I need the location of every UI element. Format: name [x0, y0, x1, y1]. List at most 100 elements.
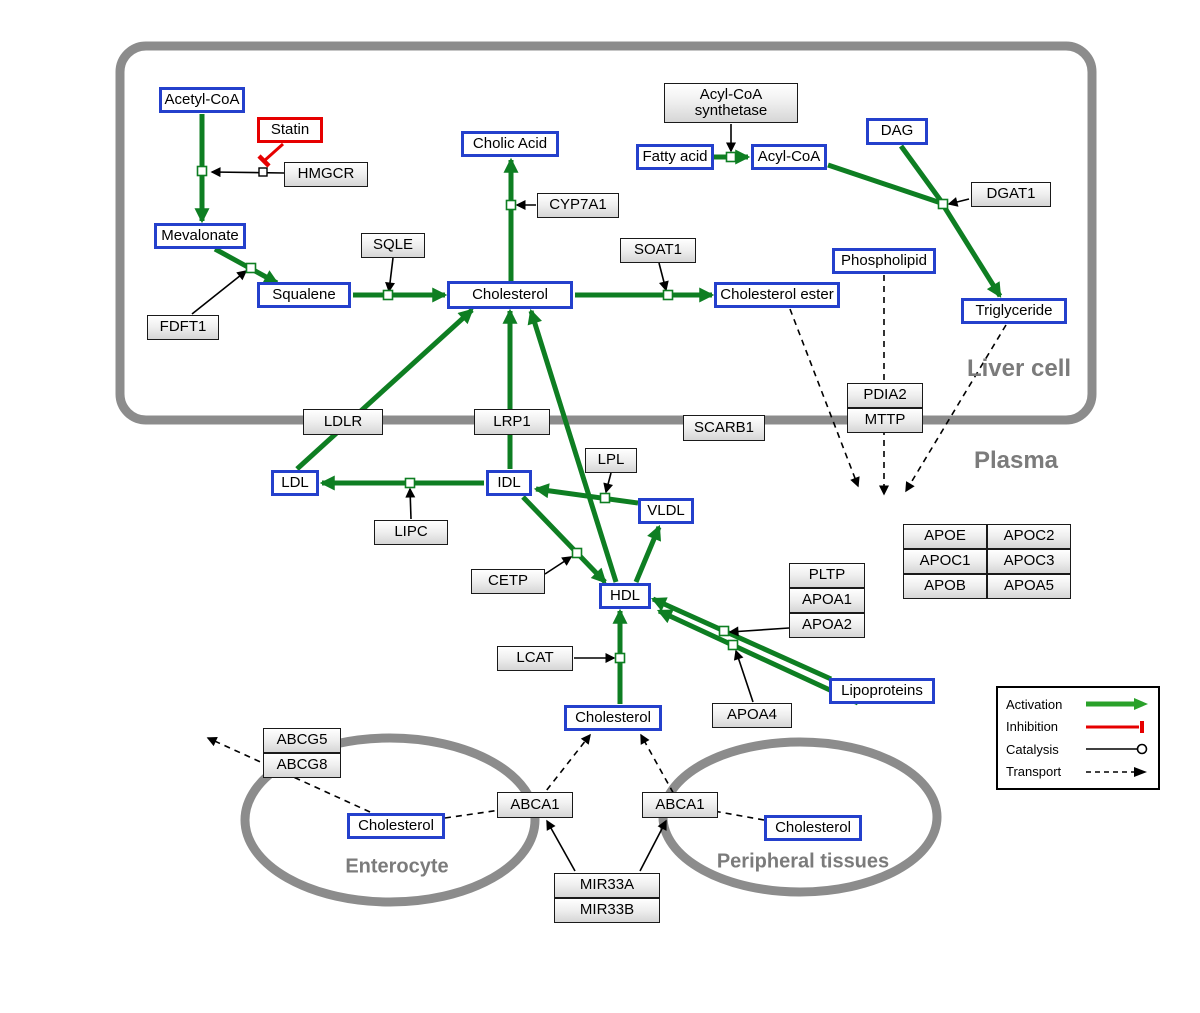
legend-item-activation: Activation	[1006, 696, 1150, 712]
legend-item-inhibition: Inhibition	[1006, 719, 1150, 735]
node-apoa1[interactable]: APOA1	[789, 587, 865, 613]
edge-soat1-catalysis	[658, 262, 669, 292]
node-squalene[interactable]: Squalene	[257, 282, 351, 308]
node-lipoproteins[interactable]: Lipoproteins	[829, 678, 935, 704]
node-cholesterol-plasma[interactable]: Cholesterol	[564, 705, 662, 731]
node-label-mttp: MTTP	[864, 410, 906, 428]
node-lipc[interactable]: LIPC	[374, 519, 448, 545]
region-label-enterocyte: Enterocyte	[345, 855, 449, 878]
edge-apo-stack-catalysis	[728, 626, 790, 637]
node-sqle[interactable]: SQLE	[361, 232, 425, 258]
edge-lipc-catalysis	[405, 487, 416, 520]
node-label-hdl: HDL	[609, 586, 640, 604]
node-ldlr[interactable]: LDLR	[303, 409, 383, 435]
node-abca1-enterocyte[interactable]: ABCA1	[497, 792, 573, 818]
node-hmgcr[interactable]: HMGCR	[284, 161, 368, 187]
node-mir33a[interactable]: MIR33A	[554, 872, 660, 898]
node-label-abcg8: ABCG8	[276, 755, 328, 773]
node-label-apoa4: APOA4	[726, 705, 778, 723]
reaction-node	[937, 198, 949, 210]
edge-fdft1-catalysis	[191, 270, 248, 315]
node-apoc1[interactable]: APOC1	[903, 548, 987, 574]
node-apob[interactable]: APOB	[903, 573, 987, 599]
legend-item-transport: Transport	[1006, 764, 1150, 780]
node-hdl[interactable]: HDL	[599, 583, 651, 609]
node-fdft1[interactable]: FDFT1	[147, 314, 219, 340]
node-scarb1[interactable]: SCARB1	[683, 415, 765, 441]
node-apoa4[interactable]: APOA4	[712, 702, 792, 728]
edge-idl-to-hdl	[521, 495, 607, 584]
node-label-apob: APOB	[924, 576, 966, 594]
edge-dgat-node-to-triglyceride	[942, 206, 1003, 298]
node-mir33b[interactable]: MIR33B	[554, 897, 660, 923]
node-label-acyl-coa: Acyl-CoA	[757, 147, 821, 165]
node-cholesterol-peripheral[interactable]: Cholesterol	[764, 815, 862, 841]
node-mevalonate[interactable]: Mevalonate	[154, 223, 246, 249]
node-dag[interactable]: DAG	[866, 117, 928, 145]
node-label-abca1-enterocyte: ABCA1	[510, 795, 560, 813]
node-label-cholesterol-ester: Cholesterol ester	[720, 285, 834, 303]
node-pltp[interactable]: PLTP	[789, 562, 865, 588]
node-apoc2[interactable]: APOC2	[987, 523, 1071, 549]
node-label-acetyl-coa: Acetyl-CoA	[164, 90, 240, 108]
node-cetp[interactable]: CETP	[471, 568, 545, 594]
reaction-node	[599, 492, 611, 504]
node-cholesterol-enterocyte[interactable]: Cholesterol	[347, 813, 445, 839]
node-label-apoa5: APOA5	[1003, 576, 1055, 594]
node-label-cetp: CETP	[487, 571, 528, 589]
node-acetyl-coa[interactable]: Acetyl-CoA	[159, 87, 245, 113]
node-abcg5[interactable]: ABCG5	[263, 727, 341, 753]
edge-cholesterolester-secretion	[789, 308, 860, 488]
node-label-mir33b: MIR33B	[579, 900, 635, 918]
node-label-lipoproteins: Lipoproteins	[841, 681, 923, 699]
legend-label-transport: Transport	[1006, 764, 1062, 780]
reaction-node	[614, 652, 626, 664]
node-abcg8[interactable]: ABCG8	[263, 752, 341, 778]
node-label-apoc3: APOC3	[1003, 551, 1055, 569]
node-cholic-acid[interactable]: Cholic Acid	[461, 131, 559, 157]
node-triglyceride[interactable]: Triglyceride	[961, 298, 1067, 324]
node-lcat[interactable]: LCAT	[497, 645, 573, 671]
edge-statin-inhibition	[262, 142, 285, 163]
edge-statin-inhibition-bar	[257, 154, 271, 168]
edge-mir33-to-abca1-enterocyte	[546, 819, 576, 872]
node-apoe[interactable]: APOE	[903, 523, 987, 549]
node-vldl[interactable]: VLDL	[638, 498, 694, 524]
node-soat1[interactable]: SOAT1	[620, 237, 696, 263]
node-label-cholesterol-enterocyte: Cholesterol	[358, 816, 434, 834]
node-dgat1[interactable]: DGAT1	[971, 181, 1051, 207]
node-acyl-coa[interactable]: Acyl-CoA	[751, 144, 827, 170]
edge-hdl-to-vldl	[633, 524, 662, 583]
node-ldl[interactable]: LDL	[271, 470, 319, 496]
node-label-mevalonate: Mevalonate	[161, 226, 239, 244]
node-label-phospholipid: Phospholipid	[841, 251, 927, 269]
node-apoa2[interactable]: APOA2	[789, 612, 865, 638]
edge-hdl-to-cholesterol	[527, 308, 619, 583]
liver-cell-membrane	[115, 41, 1097, 425]
node-lpl[interactable]: LPL	[585, 447, 637, 473]
node-cholesterol-liver[interactable]: Cholesterol	[447, 281, 573, 309]
region-label-plasma: Plasma	[973, 447, 1059, 474]
edge-cetp-catalysis	[544, 556, 573, 575]
edge-ldl-to-cholesterol-via-ldlr	[295, 308, 474, 471]
node-apoc3[interactable]: APOC3	[987, 548, 1071, 574]
node-acyl-coa-synthetase[interactable]: Acyl-CoA synthetase	[664, 83, 798, 123]
node-fatty-acid[interactable]: Fatty acid	[636, 144, 714, 170]
node-apoa5[interactable]: APOA5	[987, 573, 1071, 599]
node-cyp7a1[interactable]: CYP7A1	[537, 192, 619, 218]
node-abca1-peripheral[interactable]: ABCA1	[642, 792, 718, 818]
node-pdia2[interactable]: PDIA2	[847, 382, 923, 408]
node-mttp[interactable]: MTTP	[847, 407, 923, 433]
node-lrp1[interactable]: LRP1	[474, 409, 550, 435]
node-label-fdft1: FDFT1	[159, 317, 207, 335]
node-label-triglyceride: Triglyceride	[975, 301, 1053, 319]
legend-label-inhibition: Inhibition	[1006, 719, 1059, 735]
node-phospholipid[interactable]: Phospholipid	[832, 248, 936, 274]
node-cholesterol-ester[interactable]: Cholesterol ester	[714, 282, 840, 308]
node-idl[interactable]: IDL	[486, 470, 532, 496]
node-statin[interactable]: Statin	[257, 117, 323, 143]
node-label-apoa2: APOA2	[801, 615, 853, 633]
node-label-acyl-coa-synthetase: Acyl-CoA synthetase	[694, 85, 768, 119]
